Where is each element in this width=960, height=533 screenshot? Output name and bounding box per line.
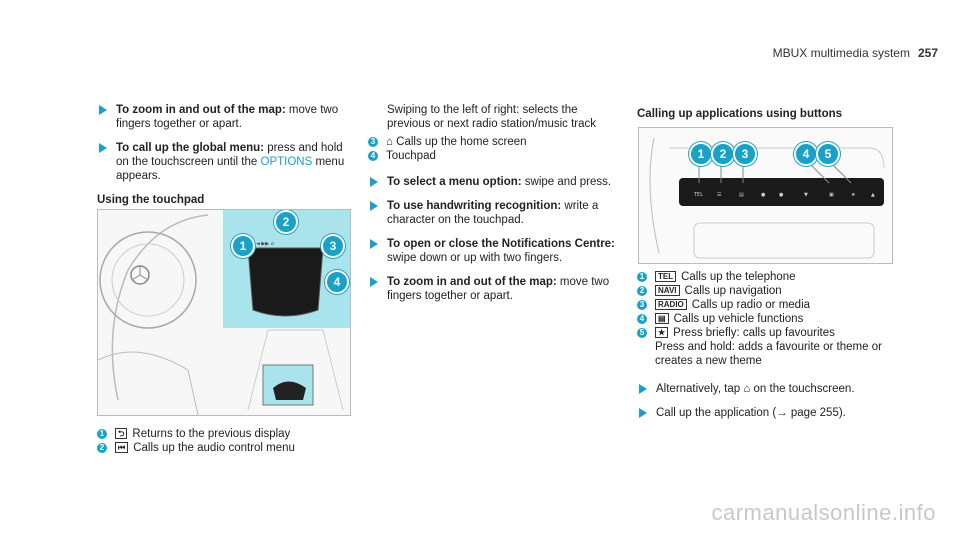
touchpad-legend: 1⮌Returns to the previous display 2⏮Call… <box>97 427 349 455</box>
svg-text:★: ★ <box>851 192 856 198</box>
star-icon: ★ <box>655 327 669 338</box>
touchpad-detail: ◄ ▶▶ ⌂ <box>247 241 324 317</box>
svg-text:TEL: TEL <box>693 192 703 198</box>
bullet-call-app: Call up the application (→ page 255). <box>637 406 892 420</box>
options-link[interactable]: OPTIONS <box>260 156 313 168</box>
button-callout-4: 4 <box>794 142 818 166</box>
svg-text:▲: ▲ <box>871 192 875 198</box>
callout-2: 2 <box>274 210 298 234</box>
home-icon: ⌂ <box>386 136 397 148</box>
bullet-tap-home: Alternatively, tap ⌂ on the touchscreen. <box>637 382 892 396</box>
bullet-notifications: To open or close the Notifications Centr… <box>368 237 620 265</box>
column-1: To zoom in and out of the map: move two … <box>97 103 349 215</box>
tel-icon: TEL <box>655 271 677 282</box>
legend-item-2: 2⏮Calls up the audio control menu <box>97 441 349 455</box>
page-number: 257 <box>917 46 938 60</box>
vehicle-icon: ▤ <box>655 313 669 324</box>
legend-item-1: 1⮌Returns to the previous display <box>97 427 349 441</box>
watermark: carmanualsonline.info <box>711 500 936 525</box>
callout-4: 4 <box>325 270 349 294</box>
radio-media-icon: RADIO <box>655 299 687 310</box>
bullet-zoom: To zoom in and out of the map: move two … <box>97 103 349 131</box>
callout-3: 3 <box>321 234 345 258</box>
svg-text:☰: ☰ <box>717 192 722 198</box>
button-callout-5: 5 <box>816 142 840 166</box>
section-heading-buttons: Calling up applications using buttons <box>637 108 843 120</box>
svg-text:▼: ▼ <box>804 192 808 198</box>
svg-text:▤: ▤ <box>739 192 744 198</box>
navi-icon: NAVI <box>655 285 680 296</box>
bullet-global-menu: To call up the global menu: press and ho… <box>97 141 349 183</box>
buttons-figure: TEL ☰ ▤ ● ● ▼ ▣ ★ ▲ 1 2 3 4 5 <box>638 127 893 264</box>
callout-1: 1 <box>231 234 255 258</box>
touchpad-figure: ◄ ▶▶ ⌂ 1 2 3 4 <box>97 209 351 416</box>
skip-icon: ⏮ <box>115 442 129 453</box>
svg-text:◄ ▶▶ ⌂: ◄ ▶▶ ⌂ <box>256 241 274 247</box>
section-heading-touchpad: Using the touchpad <box>97 194 205 206</box>
bullet-handwriting: To use handwriting recognition: write a … <box>368 199 620 227</box>
button-item-5: 5★Press briefly: calls up favourites <box>637 326 892 340</box>
svg-text:●: ● <box>761 192 766 198</box>
bullet-select-option: To select a menu option: swipe and press… <box>368 175 620 189</box>
swipe-intro: Swiping to the left of right: selects th… <box>387 104 597 130</box>
press-hold-text: Press and hold: adds a favourite or them… <box>655 341 882 367</box>
column-2: Swiping to the left of right: selects th… <box>368 103 620 313</box>
header-title: MBUX multimedia system <box>772 46 910 60</box>
svg-text:●: ● <box>779 192 784 198</box>
bullet-zoom-map: To zoom in and out of the map: move two … <box>368 275 620 303</box>
button-item-4: 4▤Calls up vehicle functions <box>637 312 892 326</box>
button-callout-2: 2 <box>711 142 735 166</box>
home-icon: ⌂ <box>743 383 751 395</box>
page-header: MBUX multimedia system 257 <box>773 46 938 60</box>
column-3: Calling up applications using buttons <box>637 103 892 129</box>
button-callout-3: 3 <box>733 142 757 166</box>
touchpad-illustration <box>98 214 344 415</box>
back-icon: ⮌ <box>115 428 128 439</box>
button-callout-1: 1 <box>689 142 713 166</box>
console-illustration: TEL ☰ ▤ ● ● ▼ ▣ ★ ▲ <box>649 137 885 259</box>
legend-item-3: 3⌂ Calls up the home screen <box>368 135 620 149</box>
svg-text:▣: ▣ <box>829 192 834 198</box>
